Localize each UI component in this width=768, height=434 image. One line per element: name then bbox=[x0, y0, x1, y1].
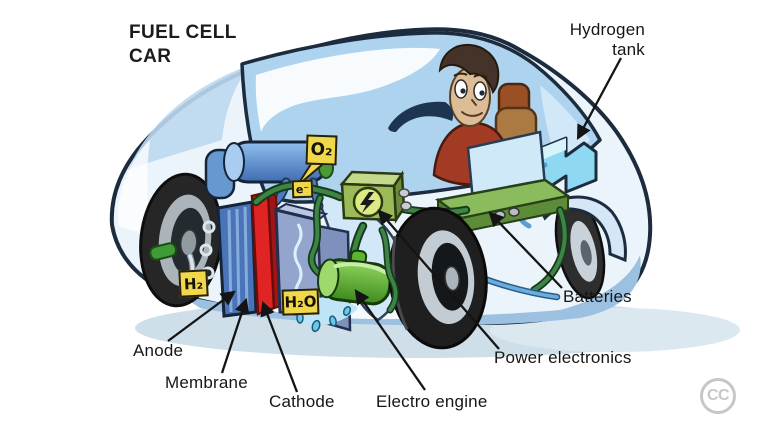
power-electronics-leader-line bbox=[377, 209, 500, 350]
membrane-leader-line bbox=[220, 297, 250, 374]
front-highlight bbox=[117, 140, 152, 232]
cathode-leader-line bbox=[260, 300, 299, 393]
tank-highlight bbox=[536, 138, 566, 159]
label-hydrogen-tank: Hydrogen tank bbox=[569, 20, 645, 59]
label-power-electronics: Power electronics bbox=[494, 348, 632, 367]
diagram-title: FUEL CELL CAR bbox=[129, 21, 237, 69]
steering-wheel bbox=[388, 101, 454, 132]
label-cathode: Cathode bbox=[269, 392, 335, 411]
anode-leader-line bbox=[167, 290, 236, 342]
tag-electron: e⁻ bbox=[291, 179, 314, 199]
tag-h2: H₂ bbox=[178, 269, 209, 298]
motor-cable bbox=[380, 228, 398, 312]
tag-h2o: H₂O bbox=[281, 288, 320, 316]
power-electronics-box bbox=[339, 170, 412, 224]
label-electro-engine: Electro engine bbox=[376, 392, 488, 411]
lightning-bolt-icon bbox=[360, 192, 375, 213]
electro-engine-leader-line bbox=[354, 289, 426, 391]
hood-shade bbox=[128, 65, 250, 170]
cc-license-icon: CC bbox=[700, 378, 736, 414]
driver-hair bbox=[438, 43, 500, 95]
title-line-2: CAR bbox=[129, 45, 172, 67]
tag-o2: O₂ bbox=[305, 134, 338, 166]
label-membrane: Membrane bbox=[165, 373, 248, 392]
label-anode: Anode bbox=[133, 341, 184, 360]
leader-lines bbox=[167, 57, 623, 393]
axle-stub bbox=[149, 242, 178, 261]
hydrogen-tank-leader-line bbox=[576, 57, 623, 140]
rear-glass-highlight bbox=[540, 85, 590, 160]
glass-reflection bbox=[255, 47, 440, 132]
title-line-1: FUEL CELL bbox=[129, 22, 237, 43]
batteries-leader-line bbox=[488, 211, 563, 289]
label-batteries: Batteries bbox=[563, 287, 632, 306]
